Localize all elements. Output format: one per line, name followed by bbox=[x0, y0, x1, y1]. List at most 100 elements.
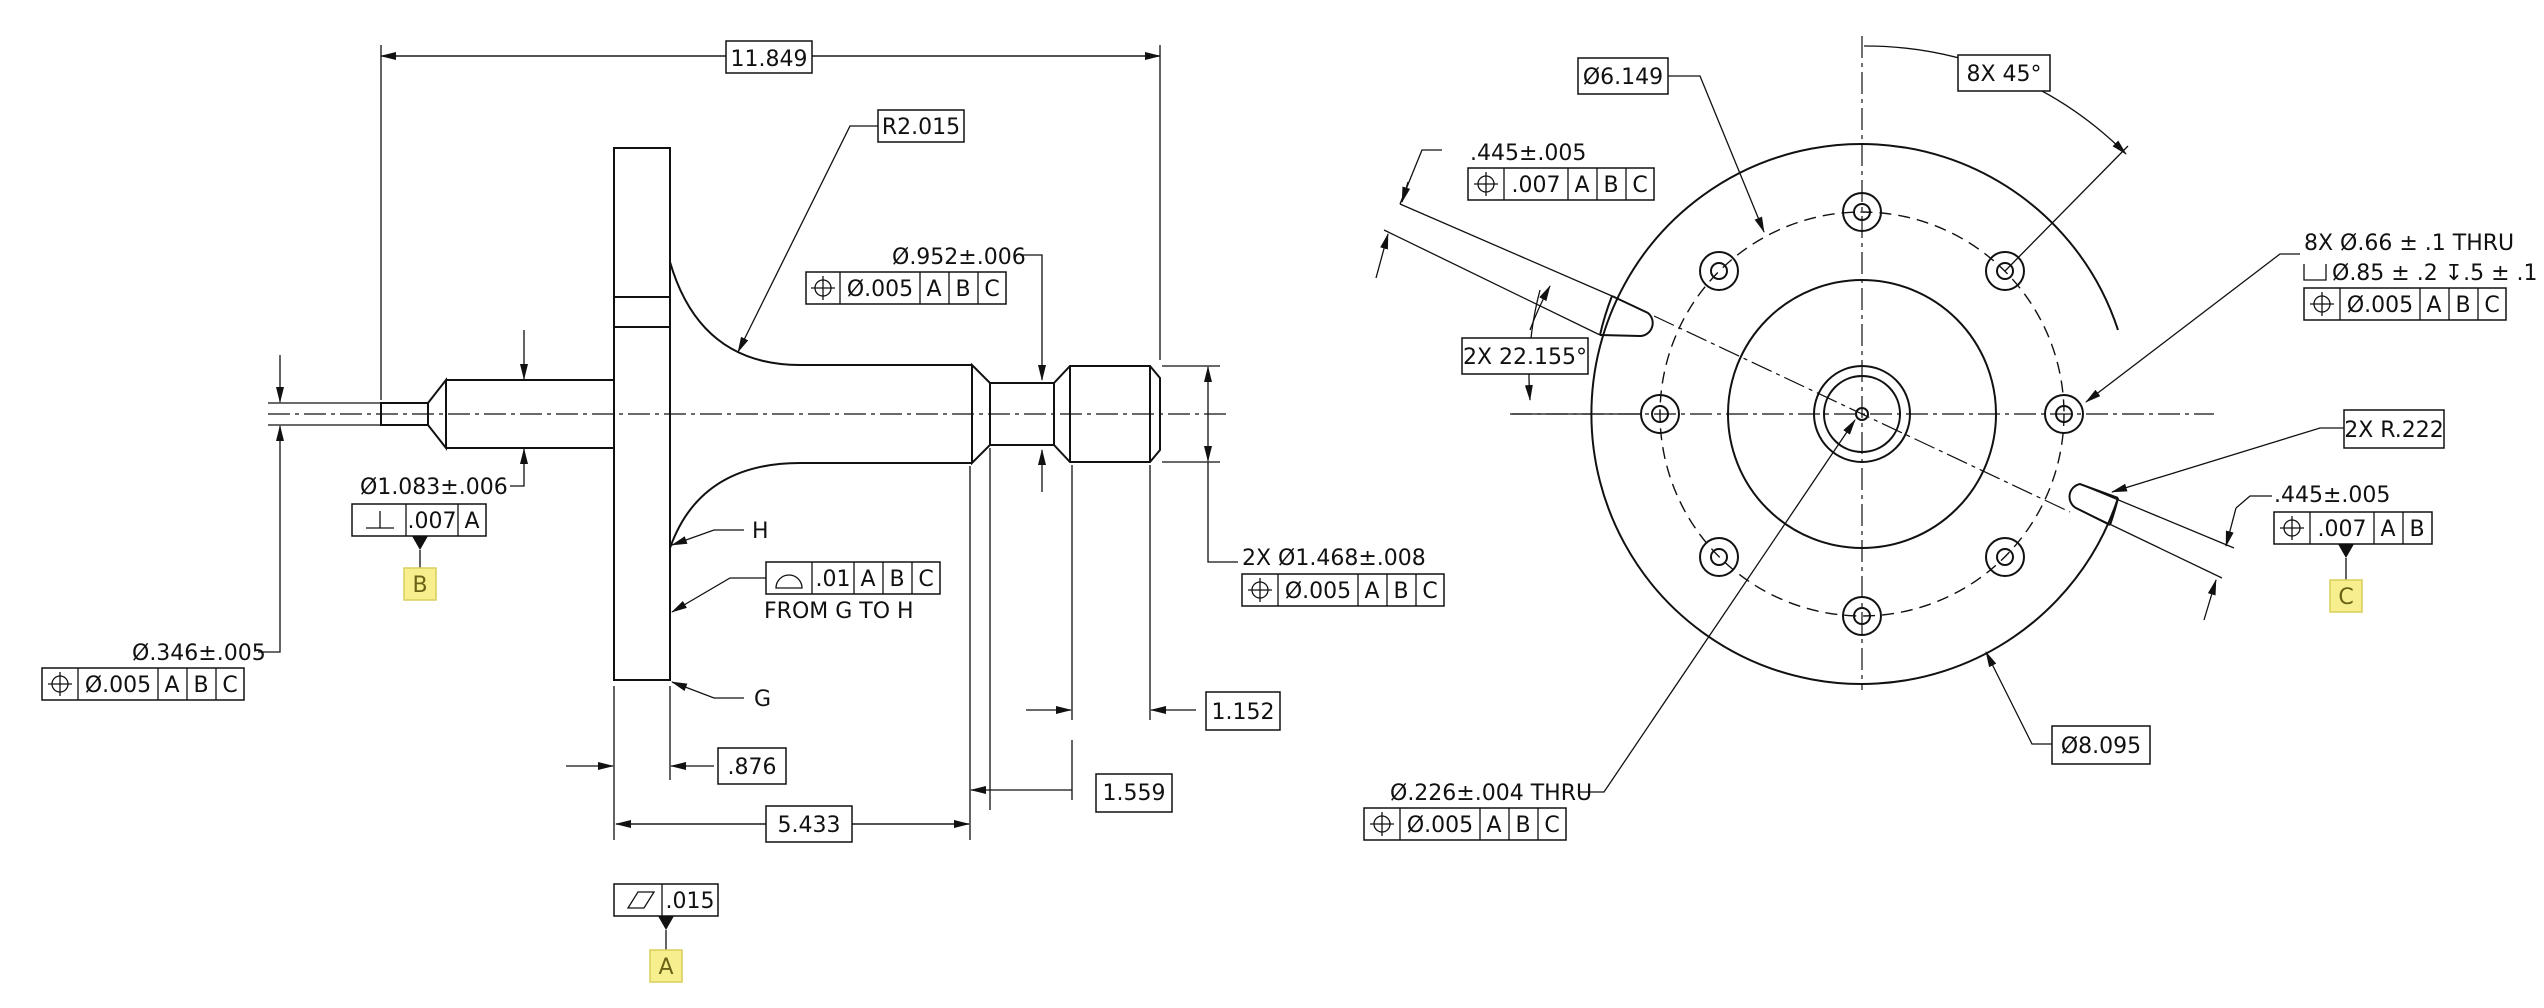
svg-text:C: C bbox=[984, 277, 999, 302]
svg-text:C: C bbox=[1422, 579, 1437, 604]
datum-triangle bbox=[658, 916, 674, 930]
svg-text:B: B bbox=[1515, 813, 1530, 838]
hub bbox=[1727, 279, 1997, 549]
datum-c-label: C bbox=[2338, 585, 2353, 610]
svg-text:B: B bbox=[955, 277, 970, 302]
position-icon bbox=[2280, 516, 2304, 540]
datum-triangle bbox=[412, 536, 428, 550]
slot-centerline bbox=[1653, 315, 2071, 513]
neck-diameter-dim: Ø.952±.006 bbox=[892, 245, 1026, 270]
slot-right-fcf: .007 A B C bbox=[2273, 511, 2433, 613]
svg-text:.01: .01 bbox=[816, 567, 851, 592]
position-icon bbox=[48, 672, 72, 696]
hole-fcf: Ø.005 A B C bbox=[2303, 287, 2507, 321]
overall-length-dim: 11.849 bbox=[731, 47, 808, 72]
position-icon bbox=[1474, 172, 1498, 196]
side-dimensions: 11.849 R2.015 Ø.952±.006 Ø.346±.005 Ø1.0… bbox=[132, 40, 1426, 843]
hole-angle-dim: 8X 45° bbox=[1966, 62, 2041, 87]
position-icon bbox=[2310, 292, 2334, 316]
slot-top-fcf: .007 A B C bbox=[1467, 167, 1655, 201]
groove bbox=[990, 382, 1054, 446]
svg-text:A: A bbox=[860, 567, 875, 592]
center-hole bbox=[1855, 407, 1869, 421]
datum-a-label: A bbox=[658, 955, 673, 980]
svg-text:C: C bbox=[918, 567, 933, 592]
center-hole-dim: Ø.226±.004 THRU bbox=[1390, 781, 1592, 806]
center-bore bbox=[1813, 365, 1911, 463]
svg-text:Ø.005: Ø.005 bbox=[1407, 813, 1473, 838]
slot-radius-dim: 2X R.222 bbox=[2344, 418, 2444, 443]
svg-text:C: C bbox=[1632, 173, 1647, 198]
tip-chamfer bbox=[427, 377, 447, 451]
svg-text:Ø.005: Ø.005 bbox=[2347, 293, 2413, 318]
svg-text:Ø.005: Ø.005 bbox=[85, 673, 151, 698]
svg-text:C: C bbox=[222, 673, 237, 698]
perpendicularity-icon bbox=[366, 511, 394, 529]
svg-text:A: A bbox=[464, 509, 479, 534]
svg-text:B: B bbox=[889, 567, 904, 592]
svg-text:.007: .007 bbox=[408, 509, 457, 534]
svg-text:A: A bbox=[2426, 293, 2441, 318]
shaft-body bbox=[446, 379, 614, 449]
datum-b-label: B bbox=[412, 573, 427, 598]
slot-right bbox=[2068, 482, 2119, 526]
body-length-dim: 5.433 bbox=[778, 813, 841, 838]
fillet-radius-dim: R2.015 bbox=[882, 115, 960, 140]
flange-thickness-dim: .876 bbox=[728, 755, 777, 780]
counterbore-icon bbox=[2303, 264, 2327, 281]
svg-text:.015: .015 bbox=[666, 889, 715, 914]
outer-diameter-dim: Ø8.095 bbox=[2061, 734, 2141, 759]
tip-diameter-dim: Ø.346±.005 bbox=[132, 641, 266, 666]
end-fcf: Ø.005 A B C bbox=[1241, 573, 1445, 607]
end-diameter-dim: 2X Ø1.468±.008 bbox=[1242, 546, 1426, 571]
point-h-label: H bbox=[752, 519, 769, 544]
svg-text:C: C bbox=[2484, 293, 2499, 318]
svg-text:A: A bbox=[926, 277, 941, 302]
svg-text:A: A bbox=[1486, 813, 1501, 838]
side-view bbox=[268, 147, 1228, 681]
bolt-holes bbox=[1640, 192, 2084, 636]
svg-text:A: A bbox=[2380, 517, 2395, 542]
svg-text:Ø.005: Ø.005 bbox=[1285, 579, 1351, 604]
hole-callout-line1: 8X Ø.66 ± .1 THRU bbox=[2304, 231, 2514, 256]
position-icon bbox=[811, 276, 835, 300]
flatness-icon bbox=[626, 891, 656, 909]
svg-text:A: A bbox=[1574, 173, 1589, 198]
tip-cylinder bbox=[380, 402, 429, 426]
svg-text:Ø.005: Ø.005 bbox=[847, 277, 913, 302]
pcd-diameter-dim: Ø6.149 bbox=[1583, 65, 1663, 90]
center-bore-inner bbox=[1823, 375, 1901, 453]
svg-text:B: B bbox=[2455, 293, 2470, 318]
end-cylinder bbox=[1053, 365, 1161, 463]
slot-width-right-dim: .445±.005 bbox=[2274, 483, 2390, 508]
profile-surface-icon bbox=[775, 574, 803, 589]
svg-text:B: B bbox=[1603, 173, 1618, 198]
slot-angle-dim: 2X 22.155° bbox=[1463, 345, 1587, 370]
slot-top-left bbox=[1599, 295, 1654, 338]
position-icon bbox=[1370, 812, 1394, 836]
front-fcf: .007 A B C Ø.005 A B C bbox=[1363, 167, 2507, 841]
flange bbox=[613, 147, 671, 681]
point-g-label: G bbox=[754, 687, 771, 712]
svg-text:.007: .007 bbox=[2318, 517, 2367, 542]
bolt-circle bbox=[1659, 211, 2065, 617]
tip-fcf: Ø.005 A B C bbox=[41, 667, 245, 701]
svg-text:A: A bbox=[164, 673, 179, 698]
svg-text:B: B bbox=[2409, 517, 2424, 542]
upper-fillet bbox=[669, 261, 972, 366]
flatness-fcf: .015 A bbox=[613, 883, 719, 983]
profile-fcf: .01 A B C bbox=[765, 561, 941, 595]
svg-text:B: B bbox=[1393, 579, 1408, 604]
perpendicularity-fcf: .007 A B bbox=[351, 503, 487, 601]
neck-fcf: Ø.005 A B C bbox=[805, 271, 1007, 305]
lower-fillet bbox=[669, 462, 972, 549]
shaft-diameter-dim: Ø1.083±.006 bbox=[360, 475, 508, 500]
profile-note: FROM G TO H bbox=[764, 599, 914, 624]
outer-flange-right bbox=[2109, 497, 2119, 526]
svg-text:A: A bbox=[1364, 579, 1379, 604]
center-hole-fcf: Ø.005 A B C bbox=[1363, 807, 1567, 841]
front-view bbox=[1510, 36, 2214, 690]
datum-triangle bbox=[2338, 544, 2354, 558]
front-dimensions: Ø6.149 8X 45° .445±.005 2X 22.155° 8X Ø.… bbox=[1375, 45, 2538, 806]
